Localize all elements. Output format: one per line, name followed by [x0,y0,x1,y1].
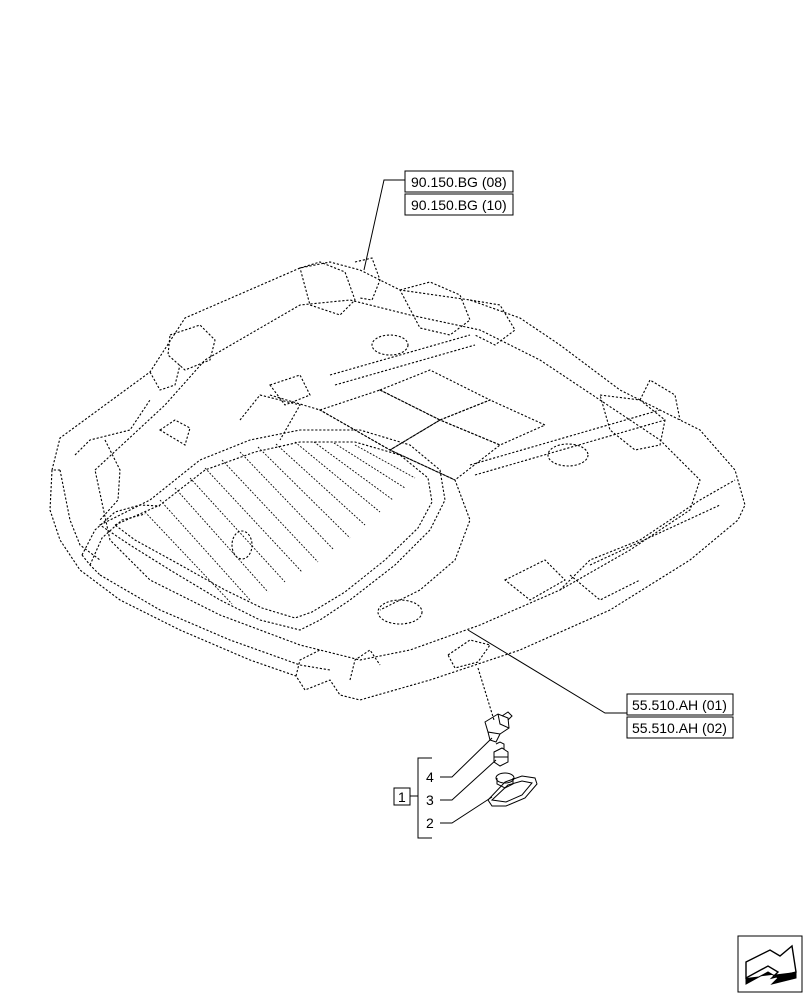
assembly-group-box [393,787,411,806]
reference-label-right-1[interactable]: 55.510.AH (01) [632,697,727,713]
item-number-4[interactable]: 4 [426,769,434,785]
reference-label-top-2[interactable]: 90.150.BG (10) [411,197,507,213]
reference-box-top-2 [404,193,514,216]
next-page-arrow-icon[interactable] [737,935,803,993]
reference-label-top-1[interactable]: 90.150.BG (08) [411,174,507,190]
part-2-lamp-housing [487,772,538,807]
reference-box-right-2 [626,716,734,739]
assembly-axis-line [477,667,495,721]
assembly-bracket [417,757,432,839]
assembly-group-label[interactable]: 1 [398,789,406,805]
reference-box-top-1 [404,170,514,193]
dome-lamp-parts [484,711,538,807]
item-number-3[interactable]: 3 [426,792,434,808]
cab-roof-drawing [49,257,746,701]
reference-box-right-1 [626,693,734,716]
part-4-connector [484,711,513,743]
part-3-bulb [493,741,509,767]
reference-label-right-2[interactable]: 55.510.AH (02) [632,720,727,736]
item-callouts: 1 4 3 2 [393,737,497,839]
top-reference-callout: 90.150.BG (08) 90.150.BG (10) [363,170,514,271]
right-reference-callout: 55.510.AH (01) 55.510.AH (02) [467,629,734,739]
item-number-2[interactable]: 2 [426,815,434,831]
